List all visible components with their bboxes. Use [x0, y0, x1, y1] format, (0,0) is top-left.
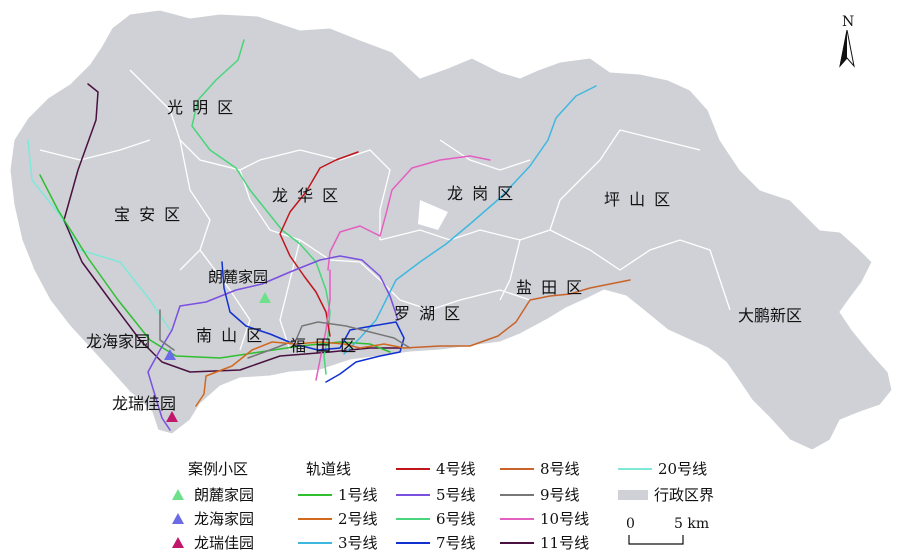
- legend-line-3: 3号线: [298, 532, 378, 553]
- rail-line-2: [195, 341, 405, 407]
- district-label-nanshan: 南 山 区: [196, 326, 265, 345]
- rail-line-6: [191, 39, 331, 375]
- rail-line-10b: [315, 269, 331, 381]
- rail-line-3: [343, 85, 597, 355]
- triangle-icon: [172, 513, 184, 524]
- district-label-dapeng: 大鹏新区: [738, 306, 803, 325]
- legend-boundary: 行政区界: [618, 484, 714, 505]
- rail-line-9: [159, 309, 411, 359]
- district-label-longhua: 龙 华 区: [272, 186, 341, 205]
- rail-line-20: [27, 139, 171, 331]
- legend-line-4: 4号线: [396, 458, 476, 479]
- north-arrow: N: [832, 14, 862, 69]
- district-label-futian: 福 田 区: [290, 336, 359, 355]
- legend-line-9: 9号线: [500, 484, 580, 505]
- district-label-pingshan: 坪 山 区: [604, 190, 673, 209]
- legend-line-10: 10号线: [500, 508, 589, 529]
- community-label-longhai: 龙海家园: [86, 332, 151, 351]
- community-label-longrui: 龙瑞佳园: [112, 394, 177, 413]
- scale-bar-graphic: [628, 535, 684, 545]
- community-marker-longhai: [164, 349, 176, 360]
- rail-line-4: [279, 151, 359, 337]
- district-label-guangming: 光 明 区: [167, 98, 236, 117]
- north-arrow-icon: [839, 30, 855, 68]
- district-boundaries: [39, 69, 731, 351]
- scale-label: 5 km: [674, 516, 710, 532]
- water-cut: [418, 200, 448, 230]
- legend-community-longrui: 龙瑞佳园: [172, 532, 254, 553]
- north-label: N: [842, 14, 855, 30]
- district-label-longgang: 龙 岗 区: [447, 184, 516, 203]
- legend-line-8: 8号线: [500, 458, 580, 479]
- boundary-swatch: [618, 489, 648, 500]
- district-label-luohu: 罗 湖 区: [394, 304, 463, 323]
- legend-line-7: 7号线: [396, 532, 476, 553]
- rail-line-10: [327, 155, 491, 271]
- legend-line-5: 5号线: [396, 484, 476, 505]
- legend-communities-title: 案例小区: [188, 460, 249, 478]
- legend-line-2: 2号线: [298, 508, 378, 529]
- community-marker-langlu: [259, 292, 271, 303]
- community-marker-longrui: [166, 411, 178, 422]
- triangle-icon: [172, 537, 184, 548]
- rail-line-1: [39, 174, 391, 359]
- legend-line-11: 11号线: [500, 532, 589, 553]
- district-label-baoan: 宝 安 区: [114, 205, 183, 224]
- rail-line-11: [63, 83, 401, 373]
- legend-community-longhai: 龙海家园: [172, 508, 254, 529]
- scale-zero: 0: [626, 516, 635, 532]
- legend-line-6: 6号线: [396, 508, 476, 529]
- legend-rail-title: 轨道线: [306, 460, 352, 478]
- legend-community-langlu: 朗麓家园: [172, 484, 254, 505]
- triangle-icon: [172, 489, 184, 500]
- rail-line-7: [221, 261, 405, 383]
- land-area: [9, 9, 893, 451]
- rail-line-8: [403, 279, 631, 349]
- legend-line-1: 1号线: [298, 484, 378, 505]
- community-label-langlu: 朗麓家园: [208, 268, 269, 286]
- district-label-yantian: 盐 田 区: [516, 278, 585, 297]
- rail-line-5: [147, 255, 399, 431]
- legend-line-20: 20号线: [618, 458, 707, 479]
